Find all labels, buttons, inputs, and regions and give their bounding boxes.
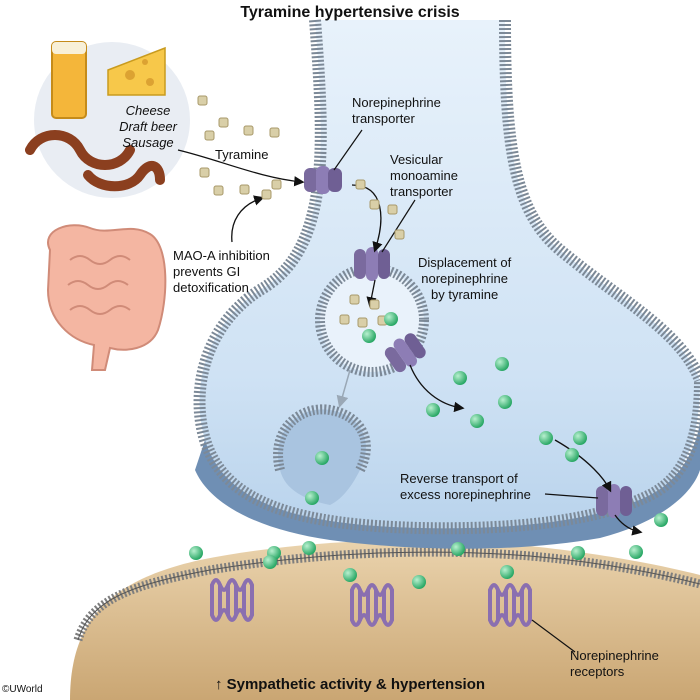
norepinephrine-receptor xyxy=(210,578,254,622)
food-arrow xyxy=(177,149,305,187)
food-item-cheese: Cheese xyxy=(125,103,171,118)
reverse-label: Reverse transport of excess norepinephri… xyxy=(400,471,531,503)
reverse-label-line2: excess norepinephrine xyxy=(400,487,531,502)
net-label-line1: Norepinephrine xyxy=(352,95,441,110)
vmat-pointer xyxy=(381,199,416,253)
vmat-label: Vesicular monoamine transporter xyxy=(390,152,458,200)
vmat-label-line1: Vesicular xyxy=(390,152,443,167)
vmat-label-line2: monoamine xyxy=(390,168,458,183)
maoa-arrow xyxy=(231,195,265,243)
food-item-sausage: Sausage xyxy=(122,135,174,150)
net-label-line2: transporter xyxy=(352,111,415,126)
copyright: ©UWorld xyxy=(2,684,43,695)
vesicular-monoamine-transporter xyxy=(354,247,390,281)
net-label: Norepinephrine transporter xyxy=(352,95,441,127)
tyramine-particles xyxy=(197,95,405,328)
reverse-arrow xyxy=(554,439,612,493)
reverse-pointer xyxy=(544,493,599,499)
reverse-transporter xyxy=(596,484,632,518)
reverse-label-line1: Reverse transport of xyxy=(400,471,518,486)
food-item-draft-beer: Draft beer xyxy=(119,119,177,134)
receptors-label-line1: Norepinephrine xyxy=(570,648,659,663)
bottom-caption: ↑ Sympathetic activity & hypertension xyxy=(214,676,486,693)
maoa-label-line1: MAO-A inhibition xyxy=(173,248,270,263)
norepinephrine-transporter-membrane xyxy=(304,166,342,194)
intestine-illustration xyxy=(46,224,167,371)
food-illustration xyxy=(25,41,190,198)
diagram-title: Tyramine hypertensive crisis xyxy=(240,4,460,21)
receptors-label: Norepinephrine receptors xyxy=(570,648,659,680)
vesicle-release-arrow xyxy=(336,369,351,408)
maoa-label: MAO-A inhibition prevents GI detoxificat… xyxy=(173,248,270,296)
presynaptic-terminal xyxy=(193,19,700,549)
receptors-label-line2: receptors xyxy=(570,664,625,679)
displacement-label: Displacement of norepinephrine by tyrami… xyxy=(418,255,511,303)
displacement-label-line1: Displacement of xyxy=(418,255,512,270)
receptor-pointer xyxy=(531,619,576,653)
ne-exit-arrow xyxy=(409,364,465,413)
norepinephrine-receptor xyxy=(350,583,394,627)
tyramine-label: Tyramine xyxy=(215,147,269,162)
norepinephrine-receptor xyxy=(488,583,532,627)
maoa-label-line2: prevents GI xyxy=(173,264,241,279)
displacement-label-line3: by tyramine xyxy=(431,287,499,302)
displacement-label-line2: norepinephrine xyxy=(421,271,508,286)
vesicle-transporter-bottom xyxy=(384,333,426,373)
vmat-label-line3: transporter xyxy=(390,184,453,199)
food-list: Cheese Draft beer Sausage xyxy=(118,103,178,151)
net-pointer xyxy=(333,129,363,171)
maoa-label-line3: detoxification xyxy=(173,280,249,295)
reverse-arrow-out xyxy=(614,514,643,536)
norepinephrine-molecules xyxy=(189,312,668,589)
